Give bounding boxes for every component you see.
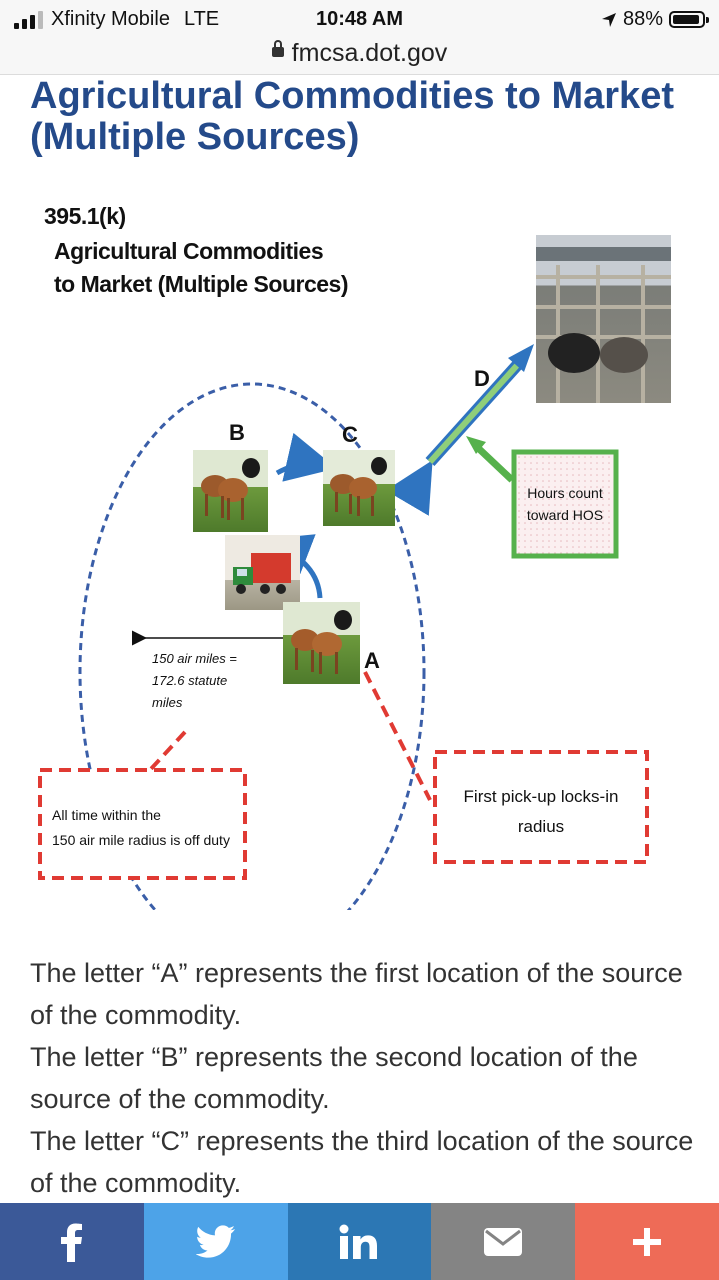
paragraph-a: The letter “A” represents the first loca… [30,958,683,1030]
twitter-icon [195,1224,235,1258]
network-type: LTE [183,8,220,30]
location-arrow-icon [601,12,616,27]
article-body: The letter “A” represents the first loca… [30,952,695,1204]
plus-icon [633,1227,662,1256]
share-email-button[interactable] [431,1203,576,1280]
market-photo [536,235,671,403]
linkedin-icon [339,1224,378,1259]
radius-label-line2: 172.6 statute [152,673,228,688]
radius-label-line3: miles [152,695,183,710]
address-bar[interactable]: fmcsa.dot.gov [0,36,719,75]
battery-icon [669,11,709,28]
status-right: 88% [601,8,709,31]
offduty-label: All time within the 150 air mile radius … [52,803,230,853]
hos-label-line1: Hours count [527,485,603,501]
pickup-box [433,750,649,864]
radius-label: 150 air miles = 172.6 statute miles [152,648,237,714]
battery-percent: 88% [622,8,663,30]
share-more-button[interactable] [575,1203,719,1280]
label-c: C [342,422,358,447]
hos-diagram: 395.1(k) Agricultural Commodities to Mar… [30,190,690,910]
pickup-leader-line [363,671,432,801]
arrow-b-to-c [275,432,337,482]
page-title: Agricultural Commodities to Market (Mult… [30,75,674,158]
offduty-label-line1: All time within the [52,807,161,823]
hos-box [511,449,619,559]
truck-photo [225,535,300,610]
pickup-label-line1: First pick-up locks-in [463,787,619,806]
cattle-photo-b [193,450,268,532]
lock-icon [271,40,284,58]
hos-label-line2: toward HOS [526,507,604,523]
hos-arrow [473,443,515,483]
email-icon [484,1227,523,1256]
diagram-graphics [38,344,649,910]
cattle-photo-a [283,602,360,684]
status-bar: Xfinity Mobile LTE 10:48 AM 88% [0,0,719,40]
pickup-label: First pick-up locks-in radius [435,782,647,842]
radius-ellipse [78,382,426,910]
carrier-name: Xfinity Mobile [51,8,170,30]
label-d: D [474,366,490,391]
hos-arrow-head [466,436,486,454]
label-a: A [364,648,380,673]
hos-label: Hours count toward HOS [514,482,616,526]
pickup-label-line2: radius [517,817,565,836]
diagram-heading: Agricultural Commodities to Market (Mult… [54,235,348,301]
offduty-box [38,768,247,880]
facebook-icon [60,1223,82,1262]
status-left: Xfinity Mobile LTE [14,8,219,31]
share-twitter-button[interactable] [143,1203,288,1280]
regulation-code: 395.1(k) [44,203,126,229]
share-bar [0,1203,719,1280]
paragraph-b: The letter “B” represents the second loc… [30,1042,638,1114]
share-facebook-button[interactable] [0,1203,144,1280]
status-time: 10:48 AM [315,8,404,30]
label-b: B [229,420,245,445]
url-domain: fmcsa.dot.gov [291,39,448,67]
signal-icon [14,10,43,29]
diagram-heading-line2: to Market (Multiple Sources) [54,271,348,297]
offduty-label-line2: 150 air mile radius is off duty [52,832,230,848]
offduty-leader-line [148,730,187,772]
diagram-heading-line1: Agricultural Commodities [54,238,324,264]
cattle-photo-c [323,450,395,526]
share-linkedin-button[interactable] [287,1203,432,1280]
arrow-d [425,344,534,467]
paragraph-c: The letter “C” represents the third loca… [30,1126,694,1198]
arrow-c-to-exit [385,460,433,516]
radius-label-line1: 150 air miles = [152,651,237,666]
